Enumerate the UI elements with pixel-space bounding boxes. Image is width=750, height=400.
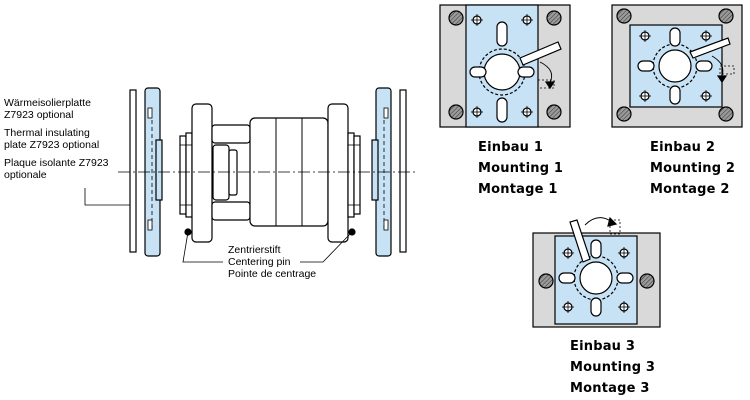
mounting-1-caption: Einbau 1 Mounting 1 Montage 1	[478, 137, 563, 200]
mounting-2-view	[611, 4, 743, 128]
mounting-1-line-en: Mounting 1	[478, 161, 564, 176]
centering-pin-line-en: Centering pin	[228, 256, 291, 268]
side-view	[84, 87, 416, 263]
mounting-2-line-fr: Montage 2	[650, 182, 730, 197]
centering-pin-leader	[182, 231, 223, 263]
left-disc	[191, 103, 213, 243]
mounting-2-line-en: Mounting 2	[650, 161, 736, 176]
mounting-2-line-de: Einbau 2	[650, 140, 716, 155]
mounting-3-line-en: Mounting 3	[570, 360, 656, 375]
insulating-leader	[84, 188, 130, 206]
mounting-3-view	[532, 216, 661, 328]
mounting-1-view	[439, 4, 571, 128]
centering-pin-label: Zentrierstift Centering pin Pointe de ce…	[228, 244, 316, 280]
centering-pin-line-fr: Pointe de centrage	[228, 268, 317, 280]
centering-pin-line-de: Zentrierstift	[228, 244, 281, 256]
mounting-1-line-fr: Montage 1	[478, 182, 558, 197]
mounting-1-line-de: Einbau 1	[478, 140, 544, 155]
insulating-label-line-de-1: Wärmeisolierplatte	[4, 97, 91, 109]
mounting-2-caption: Einbau 2 Mounting 2 Montage 2	[650, 137, 735, 200]
insulating-label-line-en-2: plate Z7923 optional	[4, 139, 100, 151]
mounting-3-caption: Einbau 3 Mounting 3 Montage 3	[570, 336, 655, 399]
left-insulating-plate	[129, 89, 137, 253]
mounting-3-line-fr: Montage 3	[570, 381, 650, 396]
insulating-plate-label: Wärmeisolierplatte Z7923 optional Therma…	[4, 97, 109, 181]
right-insulating-plate	[399, 89, 407, 253]
insulating-label-line-de-2: Z7923 optional	[4, 109, 74, 121]
insulating-label-line-fr-1: Plaque isolante Z7923	[4, 157, 109, 169]
insulating-label-line-fr-2: optionale	[4, 169, 47, 181]
insulating-label-line-en-1: Thermal insulating	[4, 127, 90, 139]
right-disc	[327, 103, 349, 243]
mounting-3-line-de: Einbau 3	[570, 339, 636, 354]
